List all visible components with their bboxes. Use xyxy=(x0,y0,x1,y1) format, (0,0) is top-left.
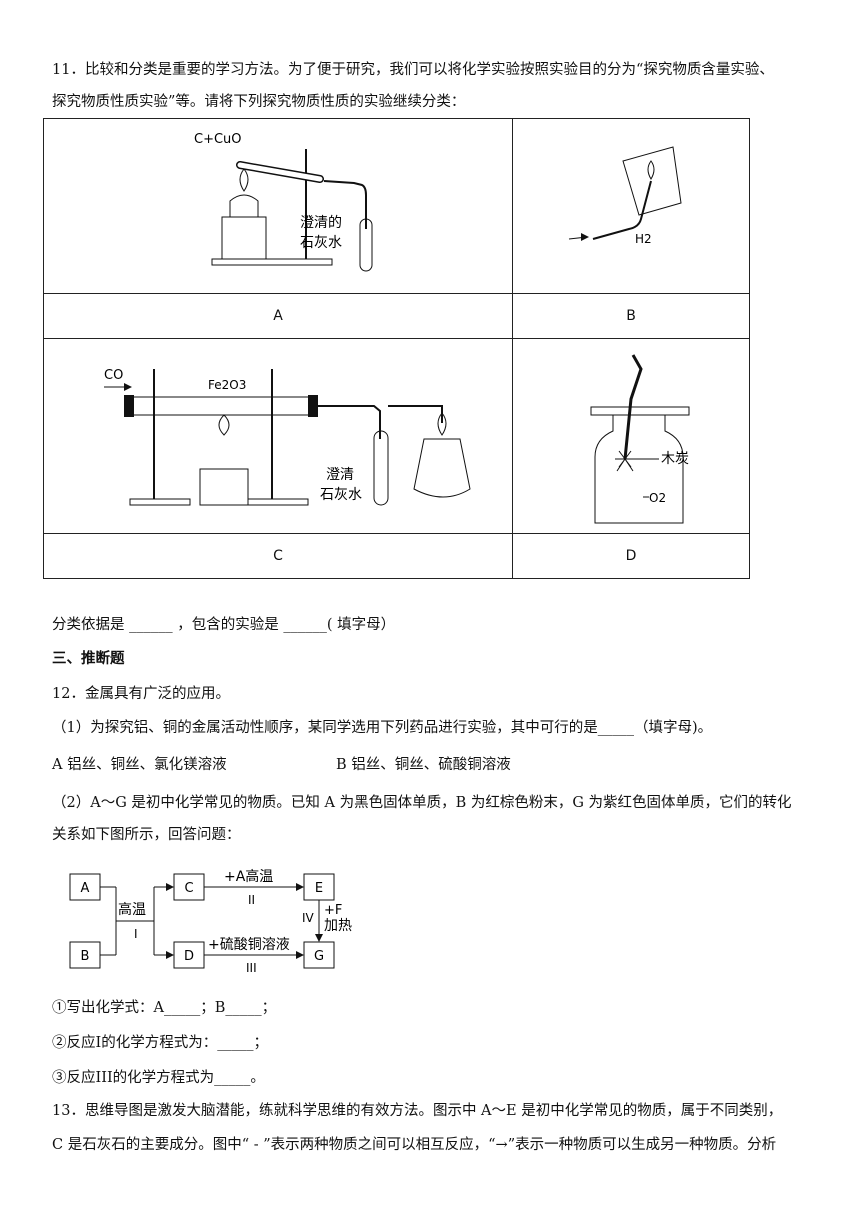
c-water-label-1: 澄清 xyxy=(326,467,354,483)
c-gas-label: CO xyxy=(104,368,123,383)
experiment-c-figure: CO Fe2O3 澄清 石灰水 xyxy=(43,338,513,534)
a-water-label-1: 澄清的 xyxy=(300,215,342,231)
node-e-label: E xyxy=(315,881,323,896)
d-crucible-tongs xyxy=(623,354,643,460)
q11-answer-line: 分类依据是 ______ ，包含的实验是 ______( 填字母） xyxy=(52,617,396,633)
c-glass-tube xyxy=(127,396,315,416)
experiment-c-label: C xyxy=(43,533,513,579)
c-alcohol-lamp xyxy=(413,438,471,498)
experiment-d-figure: 木炭 O2 xyxy=(512,338,750,534)
a-delivery-tube xyxy=(323,180,367,229)
d-oxygen-label: O2 xyxy=(649,491,666,505)
experiment-d-label: D xyxy=(512,533,750,579)
a-wooden-block xyxy=(221,216,267,260)
experiment-a-label: A xyxy=(43,293,513,339)
experiment-a-figure: C+CuO 澄清的 石灰水 xyxy=(43,118,513,294)
d-gas-bottle xyxy=(594,415,684,524)
q12-part2-line2: 关系如下图所示，回答问题： xyxy=(52,827,241,843)
experiment-table: C+CuO 澄清的 石灰水 xyxy=(43,118,750,579)
a-flame xyxy=(239,168,249,192)
reaction-4-condition: 加热 xyxy=(324,918,352,934)
reaction-4-number: IV xyxy=(302,911,315,925)
a-stand-base xyxy=(211,258,333,266)
reaction-4-reagent: +F xyxy=(324,903,342,918)
a-receiving-tube xyxy=(359,218,373,272)
c-lamp-flame xyxy=(437,412,447,436)
q12-option-a: A 铝丝、铜丝、氯化镁溶液 xyxy=(52,757,227,773)
q12-part2-line1: （2）A～G 是初中化学常见的物质。已知 A 为黑色固体单质，B 为红棕色粉末，… xyxy=(52,795,792,811)
transformation-diagram: A B C D E G 高温 I +A高温 II +硫酸铜溶液 III +F 加… xyxy=(69,868,352,975)
c-flame xyxy=(218,414,230,436)
node-c-label: C xyxy=(184,881,193,896)
b-gas-tube xyxy=(592,180,652,240)
c-burner xyxy=(199,468,249,506)
c-water-label-2: 石灰水 xyxy=(320,487,362,503)
reaction-1-condition: 高温 xyxy=(118,901,146,918)
b-gas-label: H2 xyxy=(635,232,652,246)
b-beaker xyxy=(622,146,682,216)
experiment-b-figure: H2 xyxy=(512,118,750,294)
section-3-heading: 三、推断题 xyxy=(52,650,125,667)
d-glass-plate xyxy=(590,406,690,416)
q12-sub1: ①写出化学式：A_____；B_____； xyxy=(52,1000,277,1016)
node-d-label: D xyxy=(184,949,194,964)
d-burning-charcoal xyxy=(615,450,635,472)
reaction-3-number: III xyxy=(246,961,257,975)
a-reagent-label: C+CuO xyxy=(194,132,242,147)
d-charcoal-label: 木炭 xyxy=(661,451,689,467)
q12-sub2: ②反应I的化学方程式为：_____； xyxy=(52,1035,268,1051)
a-water-label-2: 石灰水 xyxy=(300,235,342,251)
reaction-3-condition: +硫酸铜溶液 xyxy=(208,937,290,953)
node-g-label: G xyxy=(314,949,324,964)
q12-title: 12．金属具有广泛的应用。 xyxy=(52,686,230,702)
node-b-label: B xyxy=(81,949,90,964)
q13-line2: C 是石灰石的主要成分。图中“ - ”表示两种物质之间可以相互反应，“→”表示一… xyxy=(52,1137,777,1153)
q11-line2: 探究物质性质实验”等。请将下列探究物质性质的实验继续分类： xyxy=(52,94,466,110)
q12-sub3: ③反应III的化学方程式为_____。 xyxy=(52,1070,265,1086)
node-a-label: A xyxy=(81,881,90,896)
reaction-2-condition: +A高温 xyxy=(224,868,273,885)
a-alcohol-lamp xyxy=(229,194,259,218)
q12-option-b: B 铝丝、铜丝、硫酸铜溶液 xyxy=(336,757,511,773)
q11-line1: 11．比较和分类是重要的学习方法。为了便于研究，我们可以将化学实验按照实验目的分… xyxy=(52,62,774,78)
c-delivery-tube xyxy=(318,405,381,439)
experiment-b-label: B xyxy=(512,293,750,339)
reaction-2-number: II xyxy=(248,893,255,907)
c-receiving-tube xyxy=(373,430,389,506)
reaction-1-number: I xyxy=(134,927,138,941)
b-flame xyxy=(647,160,655,180)
q13-line1: 13．思维导图是激发大脑潜能，练就科学思维的有效方法。图示中 A～E 是初中化学… xyxy=(52,1103,783,1119)
c-reagent-label: Fe2O3 xyxy=(208,378,246,392)
q12-part1: （1）为探究铝、铜的金属活动性顺序，某同学选用下列药品进行实验，其中可行的是__… xyxy=(52,720,713,736)
